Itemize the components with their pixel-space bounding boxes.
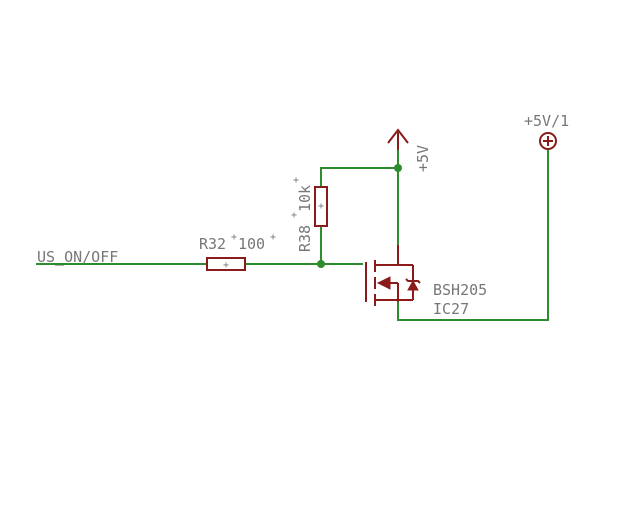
r32-value-origin: + xyxy=(270,232,276,243)
r32-value-label: 100 xyxy=(238,235,265,253)
r38-name-origin: + xyxy=(291,210,297,221)
wires xyxy=(36,132,549,321)
r38-value-label: 10k xyxy=(296,185,314,212)
mosfet-part-label: BSH205 xyxy=(433,281,487,299)
power-5v-label: +5V xyxy=(414,145,432,172)
diode-bar-icon xyxy=(405,278,421,284)
resistor-r32-origin: + xyxy=(223,260,229,271)
junction-5v xyxy=(394,164,402,172)
r38-name-label: R38 xyxy=(296,225,314,252)
power-5v1-label: +5V/1 xyxy=(524,112,569,130)
r32-name-label: R32 xyxy=(199,235,226,253)
resistor-r38-origin: + xyxy=(318,201,324,212)
mosfet-name-label: IC27 xyxy=(433,300,469,318)
mosfet-arrow-icon xyxy=(376,276,391,290)
resistor-r32-body xyxy=(206,257,246,271)
supply-circle-icon xyxy=(539,132,557,150)
resistor-r38-body xyxy=(314,186,328,227)
resistor-r32[interactable]: + xyxy=(206,257,246,271)
net-label-us-onoff: US_ON/OFF xyxy=(37,248,118,266)
power-5v1-symbol[interactable] xyxy=(539,132,557,150)
arrow-head-icon xyxy=(387,128,409,144)
resistor-r38[interactable]: + xyxy=(314,186,328,227)
r38-value-origin: + xyxy=(293,175,299,186)
diode-icon xyxy=(407,279,419,291)
power-5v-symbol[interactable] xyxy=(387,128,409,150)
junction-gate xyxy=(317,260,325,268)
mosfet-ic27[interactable] xyxy=(365,245,421,306)
r32-name-origin: + xyxy=(231,232,237,243)
